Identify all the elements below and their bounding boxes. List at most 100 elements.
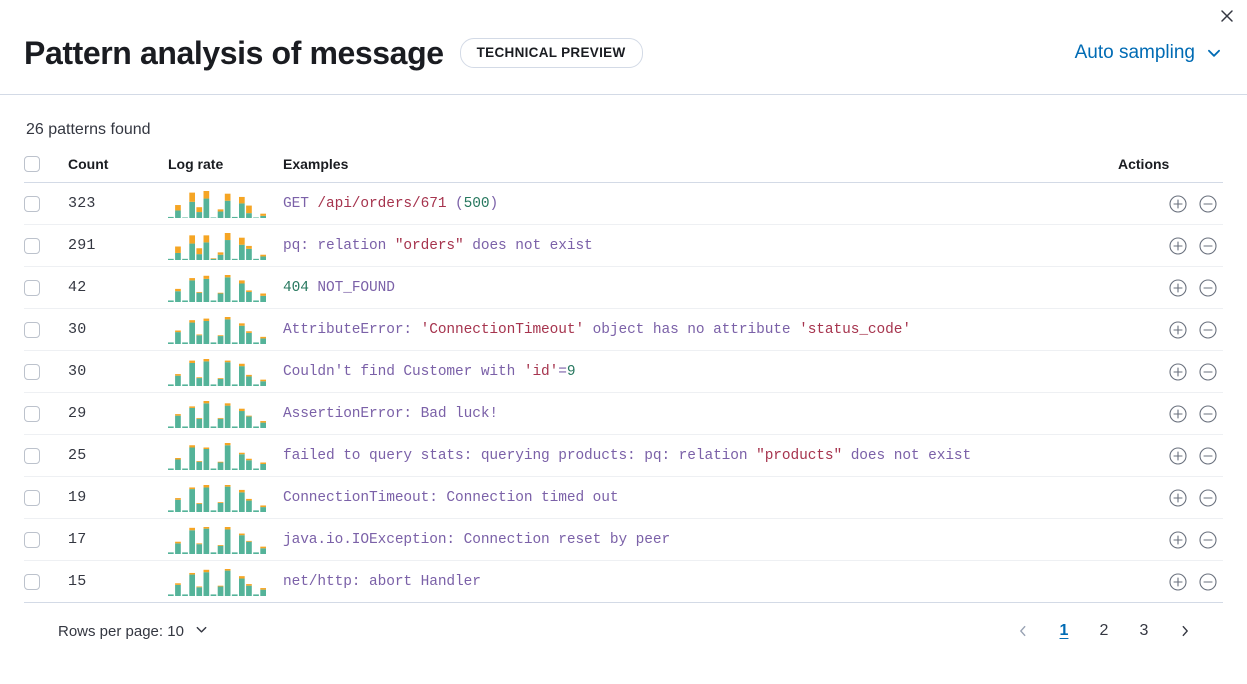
row-checkbox[interactable]	[24, 237, 40, 254]
minus-in-circle-icon[interactable]	[1193, 231, 1223, 261]
chevron-right-icon[interactable]	[1171, 617, 1199, 645]
example-token: NOT_FOUND	[308, 279, 395, 296]
table-row[interactable]: 30 AttributeError: 'ConnectionTimeout' ob…	[24, 308, 1223, 352]
minus-in-circle-icon[interactable]	[1193, 441, 1223, 471]
example-token: 404	[283, 279, 309, 296]
rows-per-page-selector[interactable]: Rows per page: 10	[58, 622, 209, 641]
row-count: 17	[68, 518, 168, 562]
select-all-header	[24, 155, 68, 184]
table-header: Count Log rate Examples Actions	[24, 155, 1223, 184]
row-select-cell	[24, 308, 68, 352]
column-header-log-rate: Log rate	[168, 155, 283, 184]
row-actions	[1118, 266, 1223, 310]
row-example-text: AssertionError: Bad luck!	[283, 406, 1118, 422]
row-select-cell	[24, 224, 68, 268]
example-token: Couldn't find Customer with	[283, 363, 524, 380]
row-select-cell	[24, 560, 68, 604]
technical-preview-badge: TECHNICAL PREVIEW	[459, 37, 643, 68]
row-example-text: AttributeError: 'ConnectionTimeout' obje…	[283, 322, 1118, 338]
auto-sampling-label: Auto sampling	[1074, 41, 1195, 63]
example-token: GET	[283, 195, 318, 212]
header-right: Auto sampling	[1075, 42, 1223, 64]
row-checkbox[interactable]	[24, 447, 40, 464]
plus-in-circle-icon[interactable]	[1163, 315, 1193, 345]
example-token: AttributeError:	[283, 321, 421, 338]
minus-in-circle-icon[interactable]	[1193, 567, 1223, 597]
patterns-found-count: 26 patterns found	[26, 121, 151, 138]
table-row[interactable]: 17 java.io.IOException: Connection reset …	[24, 518, 1223, 562]
row-example-text: 404 NOT_FOUND	[283, 280, 1118, 296]
minus-in-circle-icon[interactable]	[1193, 399, 1223, 429]
row-example-cell: AttributeError: 'ConnectionTimeout' obje…	[283, 308, 1118, 352]
minus-in-circle-icon[interactable]	[1193, 315, 1223, 345]
close-icon[interactable]	[1213, 2, 1241, 30]
row-select-cell	[24, 182, 68, 226]
row-checkbox[interactable]	[24, 531, 40, 548]
row-log-rate	[168, 434, 283, 478]
example-token: net/http: abort Handler	[283, 573, 481, 590]
row-select-cell	[24, 350, 68, 394]
chevron-down-icon	[1205, 44, 1223, 62]
row-count: 30	[68, 308, 168, 352]
page-number-3[interactable]: 3	[1139, 622, 1149, 640]
row-example-text: Couldn't find Customer with 'id'=9	[283, 364, 1118, 380]
minus-in-circle-icon[interactable]	[1193, 189, 1223, 219]
auto-sampling-dropdown[interactable]: Auto sampling	[1075, 42, 1223, 64]
row-actions	[1118, 308, 1223, 352]
row-select-cell	[24, 518, 68, 562]
chevron-down-icon	[194, 622, 209, 641]
minus-in-circle-icon[interactable]	[1193, 483, 1223, 513]
row-checkbox[interactable]	[24, 195, 40, 212]
row-example-cell: Couldn't find Customer with 'id'=9	[283, 350, 1118, 394]
row-checkbox[interactable]	[24, 363, 40, 380]
plus-in-circle-icon[interactable]	[1163, 357, 1193, 387]
example-token: object has no attribute	[584, 321, 800, 338]
row-log-rate	[168, 308, 283, 352]
example-token: =	[558, 363, 567, 380]
example-token: "orders"	[394, 237, 464, 254]
row-checkbox[interactable]	[24, 321, 40, 338]
row-checkbox[interactable]	[24, 405, 40, 422]
plus-in-circle-icon[interactable]	[1163, 399, 1193, 429]
page-number-2[interactable]: 2	[1099, 622, 1109, 640]
row-actions	[1118, 476, 1223, 520]
example-token: 500	[463, 195, 490, 212]
table-row[interactable]: 25 failed to query stats: querying produc…	[24, 434, 1223, 478]
plus-in-circle-icon[interactable]	[1163, 273, 1193, 303]
row-example-text: pq: relation "orders" does not exist	[283, 238, 1118, 254]
page-number-1[interactable]: 1	[1059, 622, 1069, 640]
row-log-rate	[168, 560, 283, 604]
row-checkbox[interactable]	[24, 279, 40, 296]
example-token: 'status_code'	[799, 321, 911, 338]
plus-in-circle-icon[interactable]	[1163, 567, 1193, 597]
plus-in-circle-icon[interactable]	[1163, 189, 1193, 219]
example-token: )	[489, 195, 499, 212]
plus-in-circle-icon[interactable]	[1163, 441, 1193, 471]
select-all-checkbox[interactable]	[24, 156, 40, 173]
plus-in-circle-icon[interactable]	[1163, 525, 1193, 555]
minus-in-circle-icon[interactable]	[1193, 525, 1223, 555]
example-token: does not exist	[463, 237, 593, 254]
row-count: 25	[68, 434, 168, 478]
header-inner: Pattern analysis of message TECHNICAL PR…	[24, 0, 1223, 95]
chevron-left-icon[interactable]	[1009, 617, 1037, 645]
row-example-cell: java.io.IOException: Connection reset by…	[283, 518, 1118, 562]
row-log-rate	[168, 224, 283, 268]
plus-in-circle-icon[interactable]	[1163, 231, 1193, 261]
plus-in-circle-icon[interactable]	[1163, 483, 1193, 513]
row-example-text: net/http: abort Handler	[283, 574, 1118, 590]
row-checkbox[interactable]	[24, 489, 40, 506]
row-example-cell: ConnectionTimeout: Connection timed out	[283, 476, 1118, 520]
minus-in-circle-icon[interactable]	[1193, 357, 1223, 387]
row-checkbox[interactable]	[24, 573, 40, 590]
row-example-cell: failed to query stats: querying products…	[283, 434, 1118, 478]
minus-in-circle-icon[interactable]	[1193, 273, 1223, 303]
